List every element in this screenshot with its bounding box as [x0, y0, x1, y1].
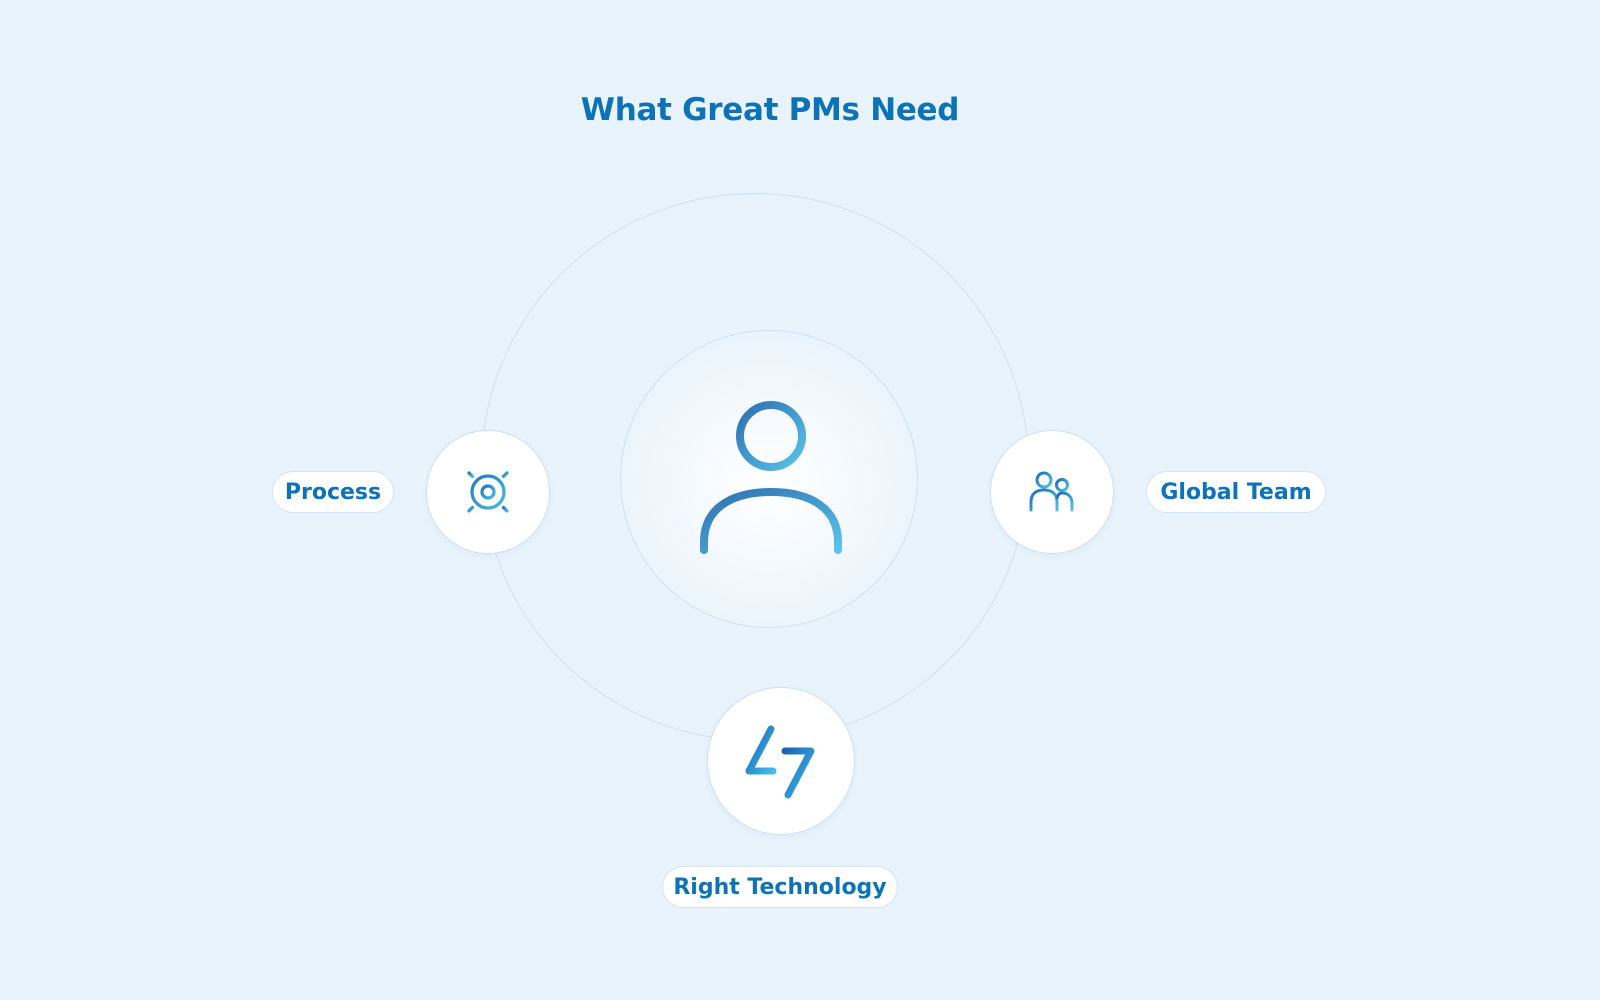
inner-ring	[620, 330, 918, 628]
right-technology-label: Right Technology	[662, 866, 898, 908]
people-icon	[1029, 471, 1074, 512]
process-node[interactable]	[426, 430, 550, 554]
team-node[interactable]	[990, 430, 1114, 554]
gear-icon	[459, 463, 517, 521]
tech-node[interactable]	[707, 687, 855, 835]
tech-logo-icon	[745, 725, 815, 799]
global-team-label: Global Team	[1146, 471, 1326, 513]
page-title: What Great PMs Need	[580, 92, 960, 128]
process-label: Process	[272, 471, 394, 513]
person-icon	[700, 401, 842, 554]
